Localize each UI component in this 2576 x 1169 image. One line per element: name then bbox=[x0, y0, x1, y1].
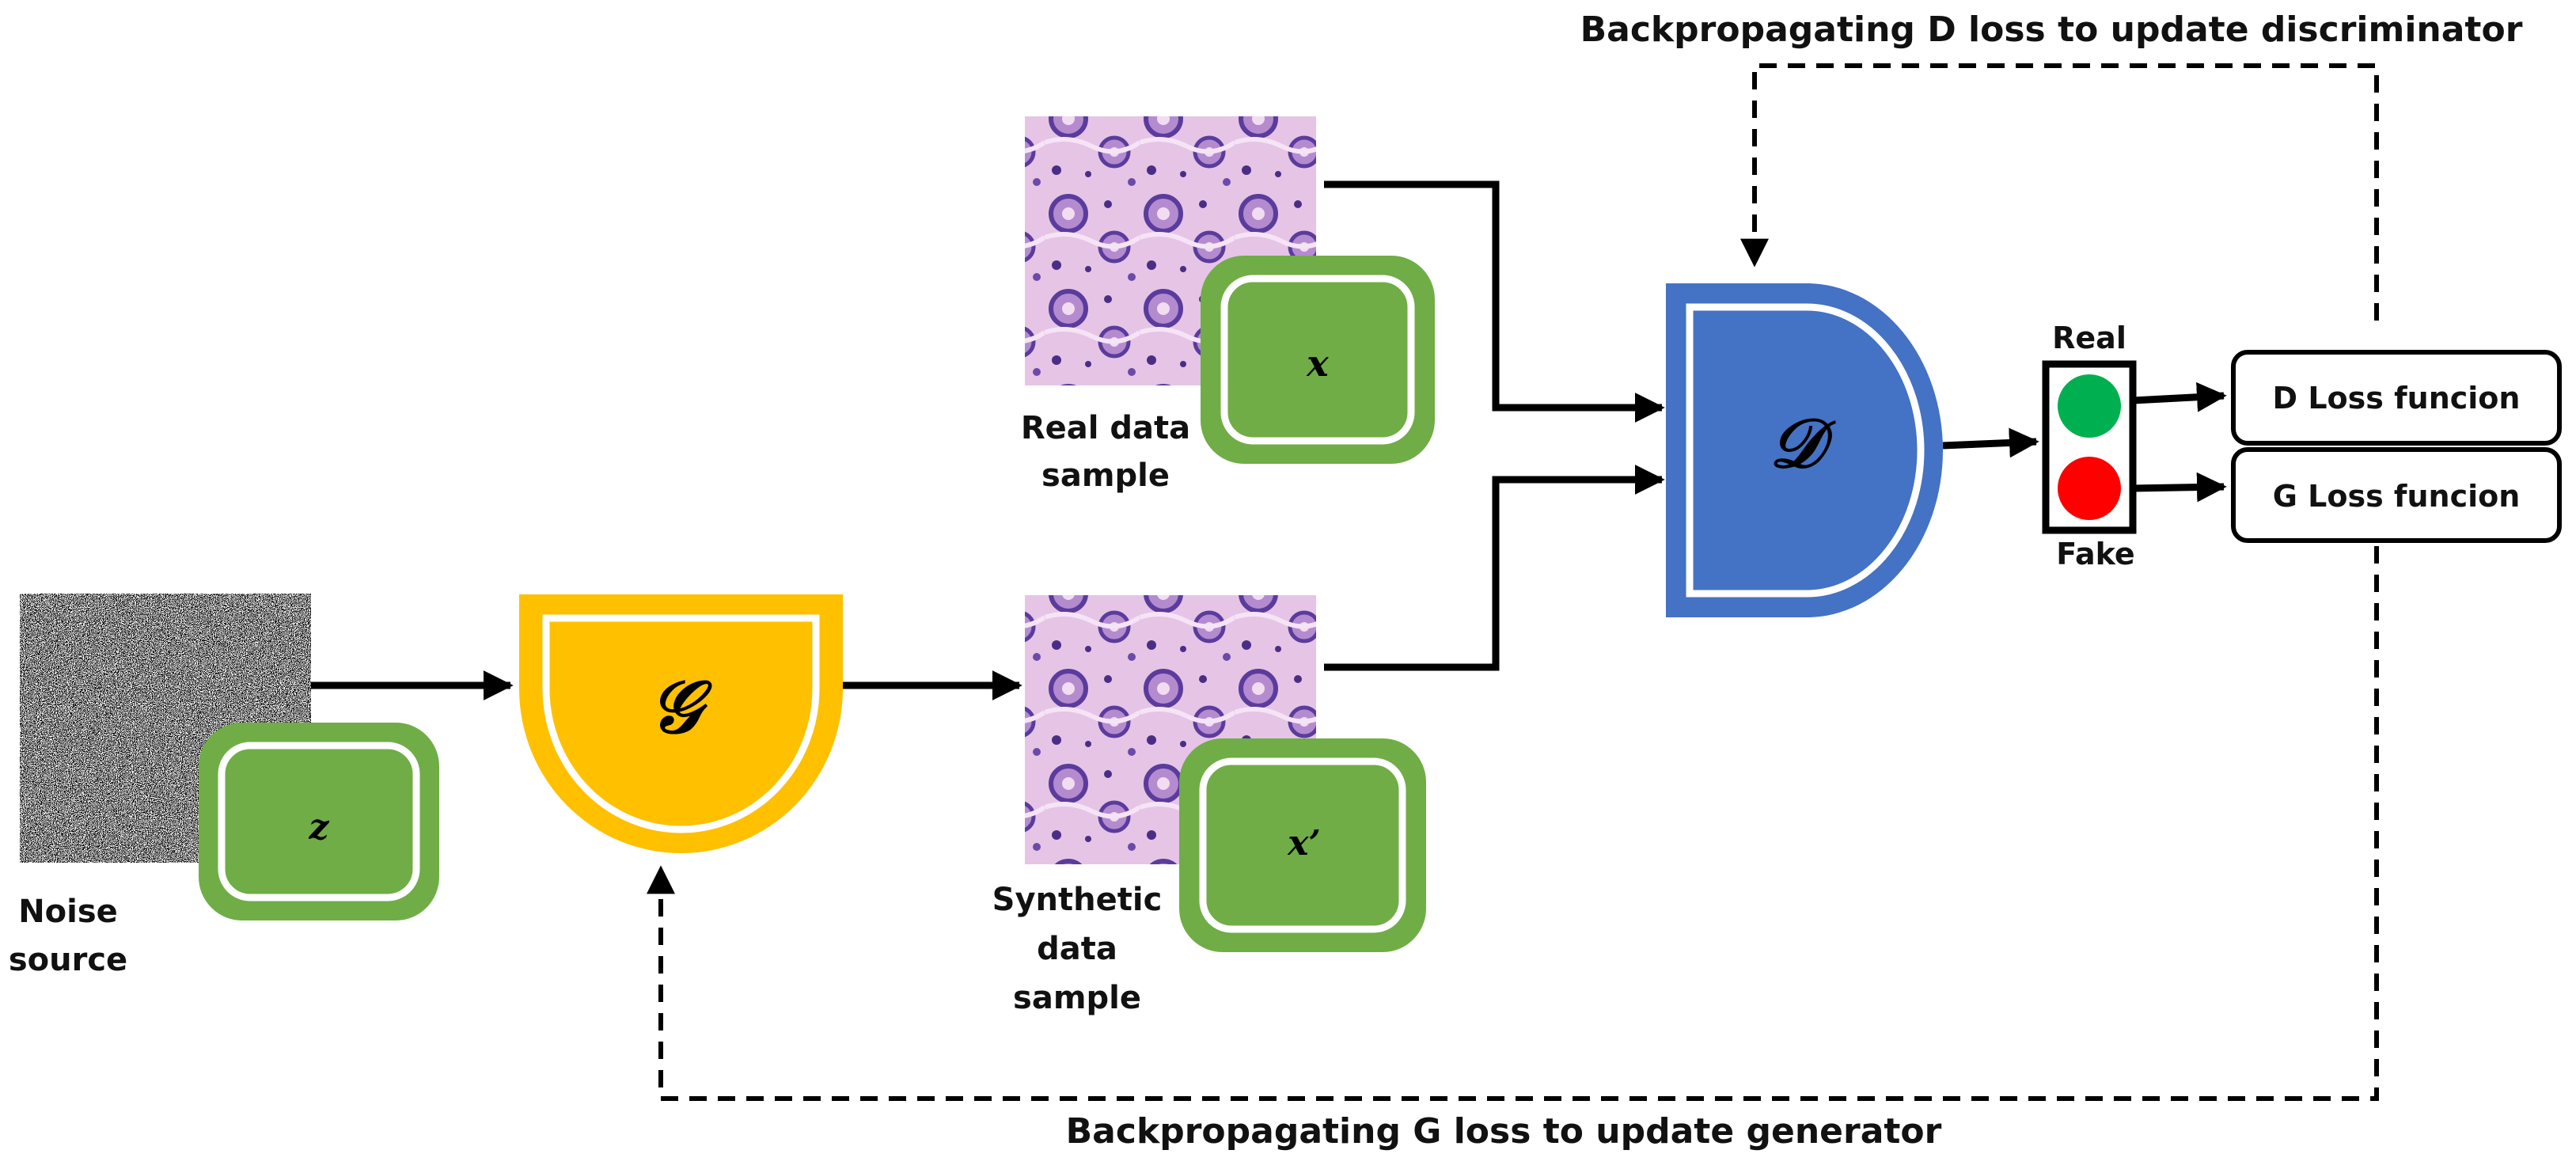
z-variable: z bbox=[309, 807, 330, 848]
real-data-sample: x Real data sample bbox=[1021, 116, 1435, 494]
fake-light bbox=[2058, 457, 2121, 520]
x-prime-variable: x’ bbox=[1287, 823, 1321, 863]
d-backprop-path bbox=[1740, 63, 2379, 321]
fake-label: Fake bbox=[2056, 537, 2134, 571]
real-label-line1: Real data bbox=[1021, 410, 1190, 446]
generator: 𝒢 bbox=[519, 594, 843, 853]
d-backprop-caption: Backpropagating D loss to update discrim… bbox=[1580, 9, 2523, 50]
x-variable: x bbox=[1306, 342, 1329, 385]
g-loss-box: G Loss funcion bbox=[2231, 447, 2562, 543]
g-backprop-path bbox=[647, 546, 2379, 1101]
d-loss-box: D Loss funcion bbox=[2231, 350, 2562, 446]
fake-to-g-loss-arrow bbox=[2132, 472, 2227, 503]
synthetic-data-sample: x’ Synthetic data sample bbox=[992, 595, 1426, 1016]
synthetic-label-line3: sample bbox=[1013, 980, 1141, 1016]
real-label-line2: sample bbox=[1041, 457, 1170, 494]
x-variable-box: x bbox=[1201, 256, 1435, 464]
synthetic-label-line2: data bbox=[1037, 931, 1117, 967]
discriminator: 𝒟 bbox=[1666, 283, 1943, 617]
g-backprop-caption: Backpropagating G loss to update generat… bbox=[1066, 1111, 1942, 1152]
discriminator-to-classifier-arrow bbox=[1942, 427, 2039, 458]
noise-label-line1: Noise bbox=[18, 894, 118, 930]
x-prime-variable-box: x’ bbox=[1179, 738, 1426, 952]
z-variable-box: z bbox=[199, 723, 439, 920]
synthetic-to-discriminator-arrow bbox=[1324, 465, 1665, 671]
real-light bbox=[2058, 374, 2121, 438]
noise-source: z Noise source bbox=[9, 594, 439, 978]
real-to-discriminator-arrow bbox=[1324, 180, 1665, 423]
real-label: Real bbox=[2052, 321, 2126, 355]
d-loss-label: D Loss funcion bbox=[2273, 381, 2521, 416]
synthetic-label-line1: Synthetic bbox=[992, 882, 1163, 918]
real-to-d-loss-arrow bbox=[2132, 381, 2227, 412]
g-loss-label: G Loss funcion bbox=[2273, 479, 2521, 514]
noise-label-line2: source bbox=[9, 942, 127, 978]
classifier: Real Fake bbox=[2042, 321, 2137, 571]
